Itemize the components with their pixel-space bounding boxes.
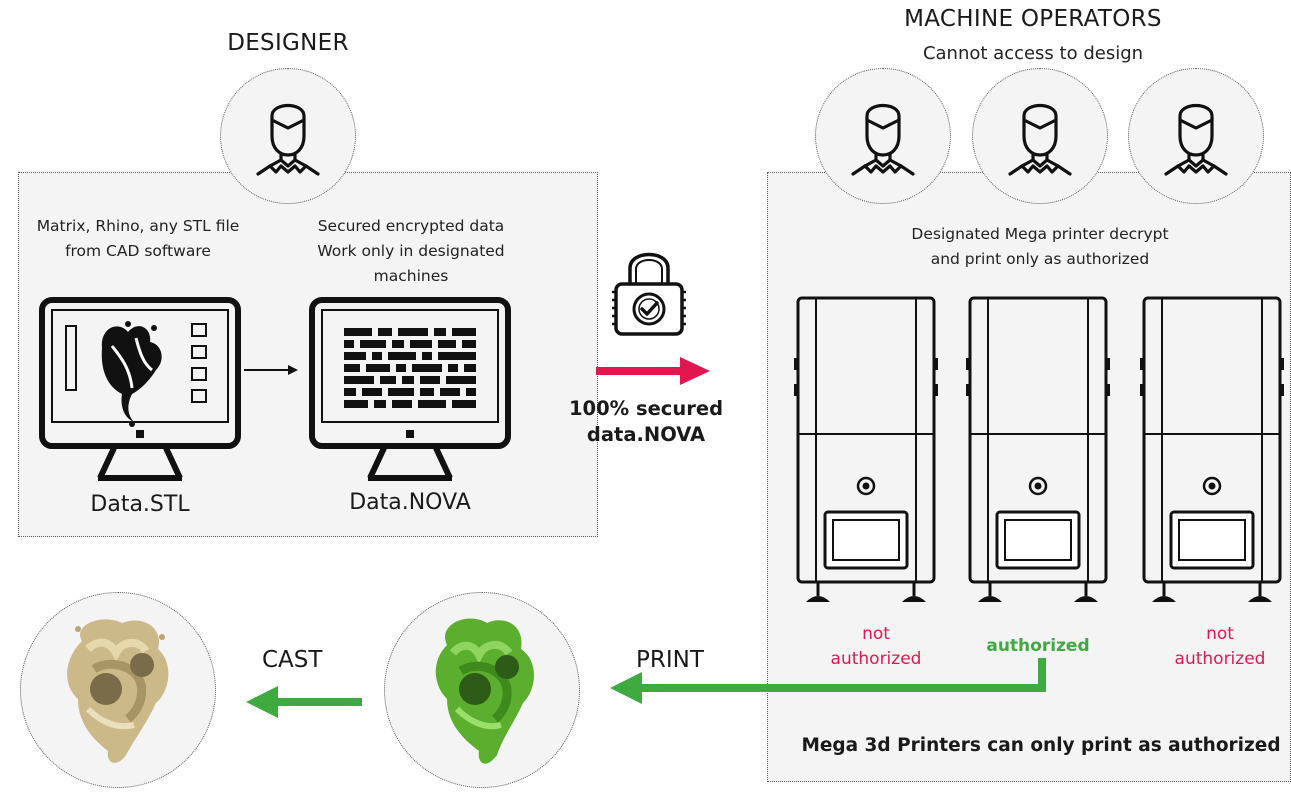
print-label: PRINT — [636, 647, 704, 673]
printer-icon-1 — [794, 296, 938, 602]
cast-part-circle — [20, 592, 216, 788]
printer-icon-3 — [1140, 296, 1284, 602]
padlock-check-icon — [612, 252, 686, 336]
operators-caption: Designated Mega printer decrypt and prin… — [911, 225, 1169, 268]
monitor-stl-icon — [39, 297, 241, 481]
operators-footer: Mega 3d Printers can only print as autho… — [801, 735, 1281, 756]
person-icon — [256, 103, 320, 176]
operator-avatar-1 — [815, 68, 951, 204]
cast-ring-image — [67, 619, 169, 763]
operators-title: MACHINE OPERATORS — [904, 6, 1162, 32]
secure-transfer-arrow-icon — [596, 357, 710, 385]
file-label-nova: Data.NOVA — [349, 490, 471, 515]
convert-arrow-icon — [244, 365, 298, 375]
printer-icon-2 — [966, 296, 1110, 602]
cast-flow-arrow-icon — [246, 686, 362, 718]
operator-avatar-3 — [1128, 68, 1264, 204]
designer-title: DESIGNER — [227, 30, 349, 56]
printed-part-circle — [384, 592, 580, 788]
file-label-stl: Data.STL — [90, 492, 190, 517]
person-icon — [851, 103, 915, 176]
designer-caption-right: Secured encrypted data Work only in desi… — [317, 217, 505, 285]
printed-ring-image — [435, 618, 534, 764]
person-icon — [1164, 103, 1228, 176]
operators-panel — [767, 172, 1291, 782]
designer-avatar — [220, 68, 356, 204]
printer-status-1: not authorized — [830, 624, 922, 669]
designer-caption-left: Matrix, Rhino, any STL file from CAD sof… — [36, 217, 240, 260]
person-icon — [1008, 103, 1072, 176]
printer-status-3: not authorized — [1174, 624, 1266, 669]
monitor-nova-icon — [309, 297, 511, 481]
transfer-label: 100% secured data.NOVA — [568, 397, 724, 446]
print-flow-arrow-icon — [610, 658, 1046, 704]
operators-subtitle: Cannot access to design — [922, 43, 1144, 64]
cast-label: CAST — [262, 647, 323, 673]
operator-avatar-2 — [972, 68, 1108, 204]
printer-status-2: authorized — [986, 636, 1090, 656]
